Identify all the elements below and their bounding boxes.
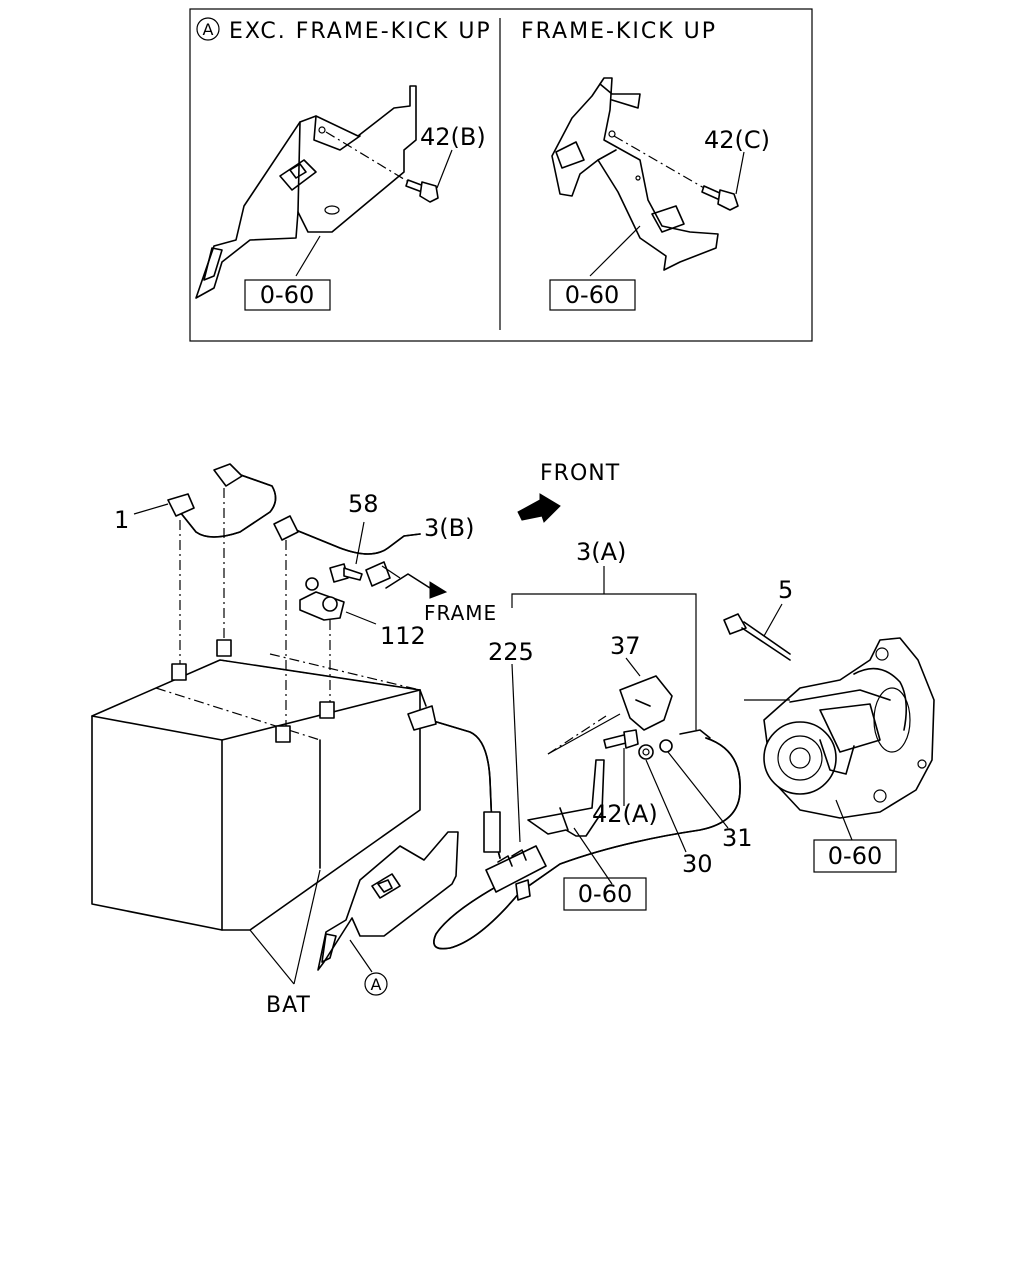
- callout-42a: 42(A): [592, 800, 658, 828]
- bolt-42b-icon: [405, 179, 439, 203]
- inset-right-ref-label: 0-60: [565, 281, 619, 309]
- callout-58: 58: [348, 490, 379, 518]
- detail-marker: A: [371, 975, 382, 994]
- inset-panel: A EXC. FRAME-KICK UP FRAME-KICK UP 42(B)…: [189, 8, 813, 342]
- inset-right-bolt-label: 42(C): [704, 126, 770, 154]
- center-ref-label: 0-60: [578, 880, 632, 908]
- left-bracket: [195, 85, 453, 299]
- grommet-37-icon: [547, 675, 673, 755]
- callout-30: 30: [682, 850, 713, 878]
- starter-motor-icon: [744, 637, 935, 819]
- starter-ref-box: [813, 839, 897, 873]
- bat-label: BAT: [266, 993, 311, 1018]
- cable-3b: [273, 515, 448, 726]
- inset-left-bolt-label: 42(B): [420, 123, 486, 151]
- cable-tie-5-icon: [723, 613, 791, 661]
- battery-cable-1: [167, 463, 277, 664]
- inset-right-ref-box: [549, 279, 636, 311]
- frame-label: FRAME: [424, 601, 497, 625]
- terminal-112-icon: [299, 577, 345, 702]
- detail-marker-circle: [364, 972, 388, 996]
- inset-frame: [189, 8, 813, 342]
- bolt-42c-icon: [701, 185, 739, 211]
- callout-5: 5: [778, 576, 793, 604]
- callout-3a: 3(A): [576, 538, 626, 566]
- callout-225: 225: [488, 638, 534, 666]
- callout-112: 112: [380, 622, 426, 650]
- front-label: FRONT: [540, 461, 620, 486]
- callout-31: 31: [722, 824, 753, 852]
- right-bracket: [551, 77, 745, 277]
- mounting-bracket-icon: [527, 729, 711, 837]
- starter-ref-label: 0-60: [828, 842, 882, 870]
- callout-1: 1: [114, 506, 129, 534]
- front-arrow-icon: [517, 493, 561, 523]
- detail-a-bracket: [317, 831, 459, 971]
- bolt-58-icon: [329, 563, 363, 583]
- callout-3a-bracket: [511, 593, 697, 730]
- inset-marker-circle: [196, 17, 220, 41]
- inset-left-ref-box: [244, 279, 331, 311]
- callout-3b: 3(B): [424, 514, 474, 542]
- main-assembly: FRONT: [91, 461, 935, 1018]
- battery-icon: [91, 639, 421, 931]
- inset-marker: A: [203, 20, 214, 39]
- inset-right-title: FRAME-KICK UP: [521, 19, 717, 44]
- inset-left-title: EXC. FRAME-KICK UP: [229, 19, 492, 44]
- inset-left-ref-label: 0-60: [260, 281, 314, 309]
- main-cable-225: [407, 689, 741, 950]
- callout-37: 37: [610, 632, 641, 660]
- center-ref-box: [563, 877, 647, 911]
